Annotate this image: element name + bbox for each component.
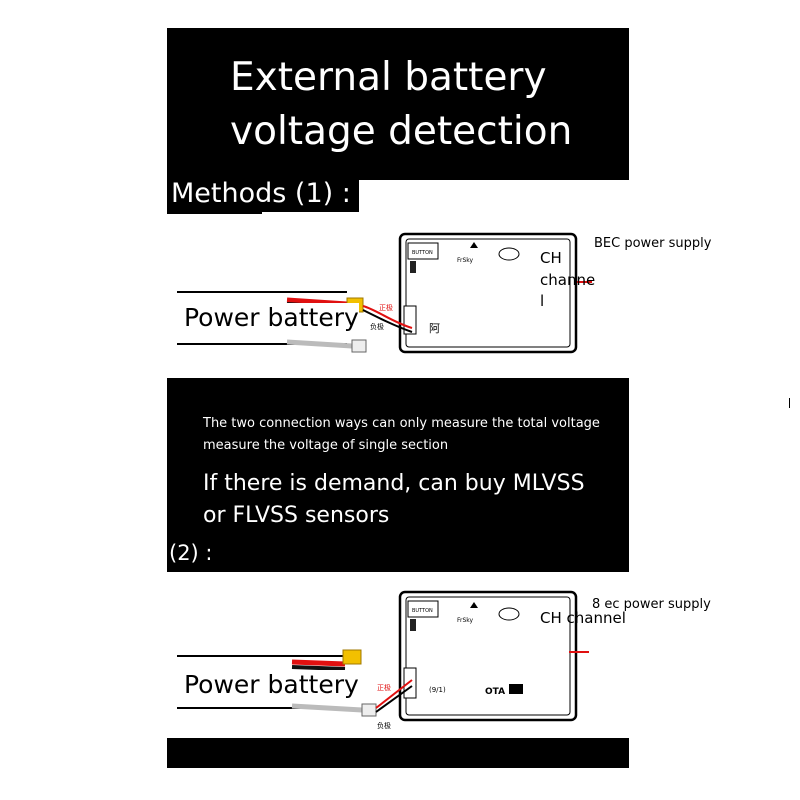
bec-supply-label-1: BEC power supply: [594, 236, 712, 251]
methods-label: Methods (1) :: [171, 176, 359, 212]
diagram-1-drawing: BUTTON FrSky 正极 负极 阿: [177, 232, 592, 354]
power-battery-label-1: Power battery: [184, 303, 359, 332]
brand-icon: [470, 602, 478, 608]
negative-label: 负极: [370, 322, 384, 331]
button-label: BUTTON: [412, 250, 433, 256]
button-label: BUTTON: [412, 608, 433, 614]
button-pin: [410, 619, 416, 631]
port-label: 阿: [429, 322, 440, 335]
port-label: (9/1): [429, 686, 446, 694]
port-block: [403, 667, 417, 699]
brand-badge: [498, 607, 520, 621]
diagram-2-drawing: BUTTON FrSky OTA 正极 负极 (9/1): [177, 590, 589, 730]
demand-line-1: If there is demand, can buy MLVSS: [203, 471, 585, 496]
edge-tick: [789, 398, 790, 408]
positive-label: 正极: [377, 683, 391, 692]
power-battery-label-2: Power battery: [184, 670, 359, 699]
balance-connector: [351, 339, 367, 353]
receiver-outline: [398, 232, 578, 354]
button-pin: [410, 261, 416, 273]
xt-connector: [342, 649, 362, 665]
balance-lead: [286, 339, 353, 349]
diagram-1: BUTTON FrSky 正极 负极 阿: [167, 214, 629, 378]
brand-label: FrSky: [457, 257, 474, 264]
ch-line-2: channe: [540, 271, 596, 289]
brand-badge: [498, 247, 520, 261]
receiver-inner: [405, 596, 571, 716]
negative-label: 负极: [377, 721, 391, 730]
balance-lead: [291, 703, 363, 713]
red-wire: [291, 659, 346, 667]
ch-line-3: l: [540, 292, 545, 310]
button-box: [407, 600, 439, 618]
brand-label: FrSky: [457, 617, 474, 624]
bec-supply-label-2: 8 ec power supply: [592, 597, 711, 612]
sense-wire-black: [375, 685, 413, 713]
ch-channel-label: CH channel: [540, 609, 626, 627]
black-wire: [291, 665, 346, 671]
sense-wire-black: [362, 309, 413, 333]
ota-logo: OTA: [485, 687, 505, 697]
positive-label: 正极: [379, 303, 393, 312]
receiver-outline: [398, 590, 578, 722]
note-line-1: The two connection ways can only measure…: [203, 416, 600, 431]
diagram-2: BUTTON FrSky OTA 正极 负极 (9/1): [167, 572, 629, 738]
ch-line-1: CH: [540, 249, 562, 267]
title-line-2: voltage detection: [230, 109, 573, 154]
receiver-inner: [405, 238, 571, 348]
demand-line-2: or FLVSS sensors: [203, 503, 390, 528]
balance-connector: [361, 703, 377, 717]
sense-wire-red: [375, 679, 413, 709]
section-2-label: (2) :: [169, 541, 213, 565]
note-line-2: measure the voltage of single section: [203, 438, 449, 453]
title-line-1: External battery: [230, 55, 547, 100]
button-box: [407, 242, 439, 260]
brand-logo-mark: [509, 684, 523, 694]
sense-wire-red: [362, 305, 413, 329]
brand-icon: [470, 242, 478, 248]
